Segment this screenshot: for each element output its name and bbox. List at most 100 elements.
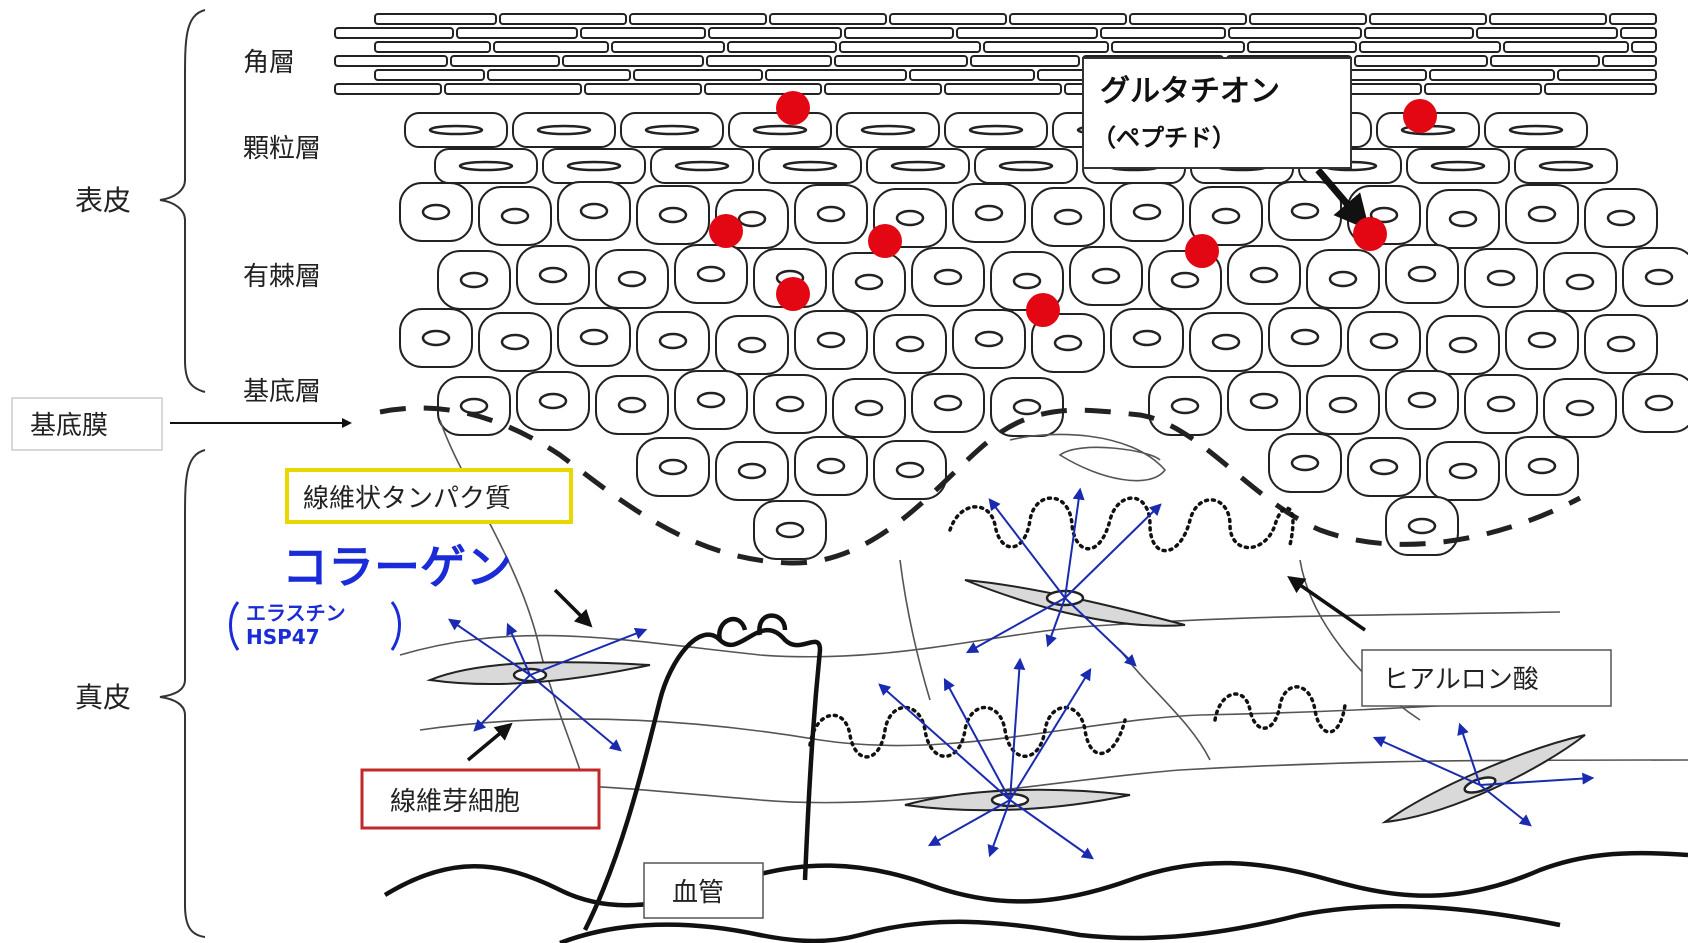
spinous-layer-label: 有棘層: [243, 262, 321, 292]
spinous-cell: [399, 182, 473, 242]
corneum-cell: [1228, 27, 1362, 39]
corneum-cell: [456, 27, 578, 39]
spinous-cell: [1347, 437, 1421, 497]
spinous-cell: [794, 436, 868, 496]
spinous-cell: [1622, 373, 1688, 433]
fibroblast-cells: [426, 579, 1586, 824]
spinous-cell: [832, 252, 906, 312]
secretion-arrows: [448, 487, 1595, 860]
fibroblast-label: 線維芽細胞: [390, 787, 520, 817]
corneum-cell: [844, 27, 954, 39]
secretion-arrow: [943, 677, 1011, 801]
spinous-cell: [1148, 376, 1222, 436]
corneum-cell: [1609, 13, 1657, 25]
corneum-cell: [1111, 41, 1245, 53]
corneum-cell: [633, 69, 763, 81]
spinous-cell: [1347, 311, 1421, 371]
corneum-cell: [708, 27, 842, 39]
secretion-arrow: [878, 683, 1011, 801]
spinous-cell: [1306, 375, 1380, 435]
corneum-cell: [983, 41, 1109, 53]
spinous-cell: [1110, 308, 1184, 368]
corneum-cell: [487, 69, 631, 81]
spinous-cell: [595, 375, 669, 435]
spinous-cell: [1031, 313, 1105, 373]
corneum-cell: [450, 55, 560, 67]
corneum-cell: [629, 13, 767, 25]
spinous-cell: [911, 373, 985, 433]
spinous-cell: [1385, 244, 1459, 304]
basement-membrane-line: [379, 405, 1582, 566]
collagen-label: コラーゲン: [282, 540, 512, 594]
spinous-cell: [1584, 188, 1658, 248]
fibroblast-1: [426, 661, 651, 686]
spinous-cell: [1268, 181, 1342, 241]
secretion-arrow: [1064, 503, 1162, 599]
corneum-cell: [1354, 55, 1488, 67]
hsp47-label: HSP47: [246, 625, 320, 649]
spinous-cell: [595, 249, 669, 309]
granular-cell: [758, 148, 862, 184]
spinous-cell: [399, 308, 473, 368]
epidermis-label: 表皮: [75, 184, 131, 217]
layer-braces: [159, 9, 206, 938]
glutathione-dots: [709, 91, 1437, 327]
corneum-cell: [1476, 27, 1618, 39]
spinous-cell: [1189, 312, 1263, 372]
corneum-cell: [704, 83, 822, 95]
secretion-arrow: [1479, 772, 1595, 786]
epidermal-cells: [399, 112, 1688, 560]
corneum-cell: [1100, 27, 1226, 39]
granular-cell: [434, 148, 538, 184]
granular-cell: [620, 112, 724, 148]
secretion-arrow: [506, 622, 531, 676]
corneum-cell: [1247, 41, 1357, 53]
spinous-cell: [1426, 315, 1500, 375]
corneum-cell: [444, 83, 582, 95]
corneum-cell: [374, 41, 491, 53]
basement-membrane-box: [11, 397, 163, 451]
corneum-cell: [909, 69, 1035, 81]
spinous-cell: [1505, 184, 1579, 244]
corneum-cell: [1424, 83, 1542, 95]
spinous-cell: [674, 244, 748, 304]
corneum-cell: [334, 27, 454, 39]
corneum-cell: [334, 83, 442, 95]
fibroblast-2: [964, 579, 1186, 627]
spinous-cell: [1189, 186, 1263, 246]
corneum-cell: [374, 13, 497, 25]
corneum-cell: [1557, 69, 1657, 81]
spinous-cell: [1505, 436, 1579, 496]
corneum-cell: [956, 27, 1098, 39]
spinous-cell: [952, 183, 1026, 243]
secretion-arrow: [1009, 799, 1094, 860]
secretion-arrow: [927, 799, 1011, 847]
corneum-cell: [1631, 41, 1657, 53]
blood-vessel-box: [643, 862, 764, 919]
spinous-cell: [1031, 187, 1105, 247]
secretion-arrow: [1064, 487, 1085, 599]
secretion-arrow: [448, 618, 531, 676]
granular-cell: [1514, 148, 1618, 184]
spinous-cell: [1543, 252, 1617, 312]
spinous-cell: [911, 247, 985, 307]
spinous-cell: [1069, 246, 1143, 306]
corneum-cell: [727, 41, 837, 53]
spinous-cell: [557, 181, 631, 241]
corneum-cell: [1490, 55, 1600, 67]
spinous-cell: [1268, 433, 1342, 493]
corneum-cell: [580, 27, 706, 39]
peptide-label: （ペプチド）: [1092, 124, 1236, 152]
spinous-cell: [557, 307, 631, 367]
secretion-arrow: [529, 674, 622, 752]
secretion-arrow: [1045, 597, 1066, 648]
spinous-cell: [1268, 307, 1342, 367]
granular-cell: [1406, 148, 1510, 184]
spinous-cell: [1584, 314, 1658, 374]
spinous-cell: [832, 378, 906, 438]
secretion-arrow: [987, 799, 1011, 858]
fibrous-protein-box: [285, 468, 573, 524]
elastin-label: エラスチン: [246, 601, 346, 625]
secretion-arrow: [1009, 657, 1026, 801]
